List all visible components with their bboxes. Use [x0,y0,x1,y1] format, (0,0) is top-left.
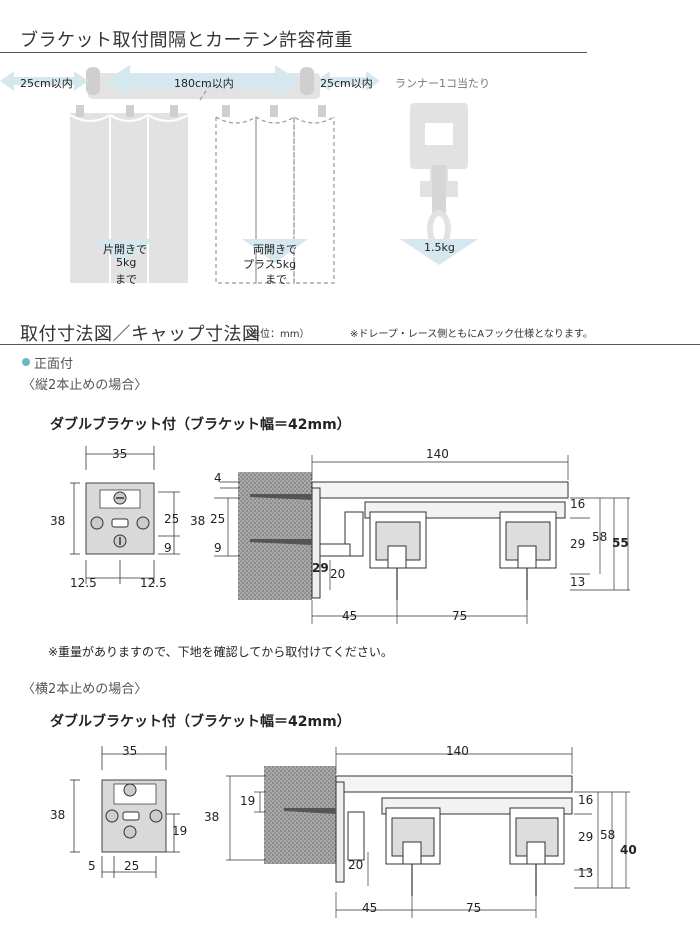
vf-dim-right-a: 25 [164,512,180,526]
dim-left-25cm: 25cm以内 [20,77,73,90]
hs-dim-58: 58 [600,828,616,842]
vf-dim-width: 35 [112,447,128,461]
mount-bullet-icon [22,358,30,366]
hf-dim-19: 19 [172,824,188,838]
hf-dim-width: 35 [122,744,138,758]
hs-dim-75: 75 [466,901,482,915]
section1-title: ブラケット取付間隔とカーテン許容荷重 [20,30,353,51]
vertical-front-view [70,446,180,584]
load-arrow-runner [400,239,478,265]
vs-dim-29: 29 [570,537,586,551]
load-single-line3: まで [115,273,137,286]
dim-right-25cm: 25cm以内 [320,77,373,90]
hs-dim-140: 140 [446,744,469,758]
curtain-double [199,84,335,284]
section1-rule [0,52,587,53]
caution-note: ※重量がありますので、下地を確認してから取付けてください。 [48,645,393,659]
vs-dim-16: 16 [570,497,586,511]
load-single-line1: 片開きで [103,243,147,256]
curtain-spacing-diagram [0,65,478,284]
vs-dim-9: 9 [214,541,222,555]
section2-unit: （単位：mm） [240,329,310,340]
hs-dim-19: 19 [240,794,256,808]
hs-dim-29: 29 [578,830,594,844]
load-double-line3: まで [265,273,287,286]
vertical-side-view [214,455,630,624]
span-arrow-left [0,71,88,91]
vf-dim-right-b: 9 [164,541,172,555]
horizontal-front-view [70,746,180,878]
hs-dim-38: 38 [204,810,220,824]
hs-dim-13: 13 [578,866,594,880]
hf-dim-height: 38 [50,808,66,822]
vs-dim-55: 55 [612,536,629,550]
wall-h [264,766,336,864]
vs-dim-13: 13 [570,575,586,589]
vs-dim-45: 45 [342,609,358,623]
load-double-line1: 両開きで [253,243,297,256]
horizontal-side-view [226,747,630,918]
span-arrow-center [105,65,300,97]
vs-dim-20: 20 [330,567,346,581]
section2-rule [0,344,700,345]
load-double-line2: プラス5kg [243,258,297,271]
bracket-right [300,67,314,95]
horizontal-title: ダブルブラケット付（ブラケット幅＝42mm） [50,714,351,730]
load-arrow-single [92,239,154,263]
vs-dim-140: 140 [426,447,449,461]
vs-dim-38: 38 [190,514,206,528]
vf-dim-height: 38 [50,514,66,528]
hf-dim-25: 25 [124,859,140,873]
load-arrow-double [242,239,308,263]
load-runner: 1.5kg [424,241,455,254]
vs-dim-75: 75 [452,609,468,623]
hf-dim-5: 5 [88,859,96,873]
hs-dim-40: 40 [620,843,637,857]
hs-dim-45: 45 [362,901,378,915]
horizontal-subtitle: 〈横2本止めの場合〉 [22,682,148,697]
wall [238,472,312,600]
dim-center-180cm: 180cm以内 [174,77,234,90]
section2-title: 取付寸法図／キャップ寸法図 [20,324,261,345]
vertical-subtitle: 〈縦2本止めの場合〉 [22,378,148,393]
vertical-title: ダブルブラケット付（ブラケット幅＝42mm） [50,417,351,433]
vs-dim-4: 4 [214,471,222,485]
hs-dim-20: 20 [348,858,364,872]
vs-dim-58: 58 [592,530,608,544]
vf-dim-bottom-right: 12.5 [140,576,167,590]
hs-dim-16: 16 [578,793,594,807]
runner-diagram [410,103,468,248]
vs-dim-25: 25 [210,512,226,526]
vs-dim-29-inner: 29 [312,561,329,575]
bracket-left [86,67,100,95]
span-arrow-right [316,71,380,91]
section2-note: ※ドレープ・レース側ともにAフック仕様となります。 [350,329,593,340]
vf-dim-bottom-left: 12.5 [70,576,97,590]
mount-label: 正面付 [34,357,74,372]
load-single-line2: 5kg [116,256,137,269]
runner-label: ランナー1コ当たり [395,77,490,90]
